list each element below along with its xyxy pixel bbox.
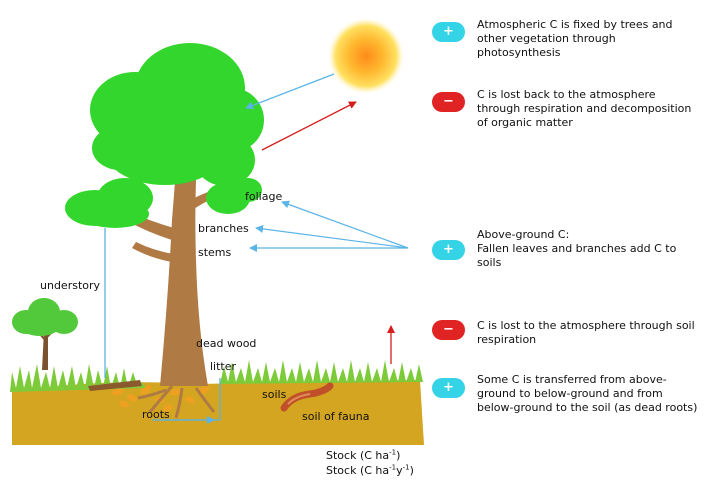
note-above-ground-title: Above-ground C: [477, 228, 570, 241]
tree-crown [90, 43, 264, 186]
arrow-to-branches [255, 224, 409, 249]
label-understory: understory [40, 279, 101, 292]
label-stems: stems [198, 246, 232, 259]
leaf-litter [112, 385, 210, 412]
understory-tree [12, 298, 78, 370]
label-roots: roots [142, 408, 170, 421]
dead-wood-log [88, 380, 142, 391]
tree-trunk [160, 140, 208, 386]
note-soil-respiration: C is lost to the atmosphere through soil… [477, 319, 695, 346]
respiration-arrow [261, 101, 357, 151]
soil-layer [12, 380, 424, 445]
stock-line-2: Stock (C ha-1y-1) [326, 463, 414, 477]
arrow-to-foliage [281, 200, 409, 249]
note-respiration: C is lost back to the atmosphere through… [477, 88, 692, 129]
tree-branch-low [132, 242, 173, 262]
plus-badge-1: + [432, 22, 465, 42]
note-above-ground-text: Fallen leaves and branches add C to soil… [477, 242, 677, 269]
photosynthesis-arrow [245, 73, 335, 110]
label-foliage: foliage [245, 190, 283, 203]
label-branches: branches [198, 222, 249, 235]
plus-badge-3: + [432, 378, 465, 398]
note-photosynthesis: Atmospheric C is fixed by trees and othe… [477, 18, 673, 59]
plus-badge-2: + [432, 240, 465, 260]
label-soils: soils [262, 388, 287, 401]
minus-badge-2: − [432, 320, 465, 340]
label-soil-of-fauna: soil of fauna [302, 410, 370, 423]
note-transfer: Some C is transferred from above-ground … [477, 373, 698, 414]
sun-icon [328, 18, 404, 94]
tree-crown-right [206, 178, 262, 214]
label-dead-wood: dead wood [196, 337, 257, 350]
tree-roots [137, 385, 216, 419]
stock-line-1: Stock (C ha-1) [326, 448, 401, 462]
label-litter: litter [210, 360, 237, 373]
note-above-ground: Above-ground C: Fallen leaves and branch… [477, 228, 702, 270]
minus-badge-1: − [432, 92, 465, 112]
tree-crown-left [65, 178, 153, 228]
